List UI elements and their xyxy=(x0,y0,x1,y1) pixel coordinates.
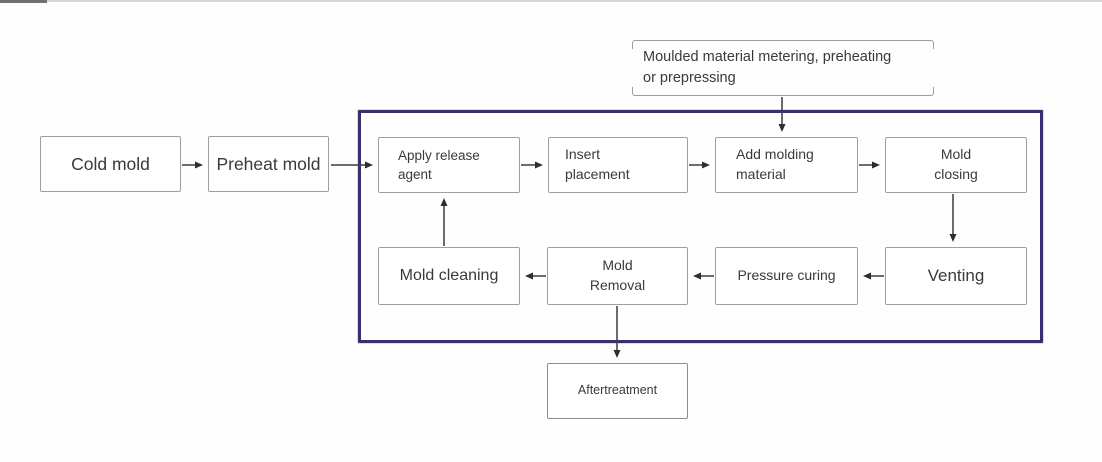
bracket-bottom-edge xyxy=(632,87,934,96)
top-border-accent xyxy=(0,0,47,3)
node-aftertreatment: Aftertreatment xyxy=(547,363,688,419)
node-label: Cold mold xyxy=(71,153,150,174)
node-insert-placement: Insert placement xyxy=(548,137,688,193)
annotation-label: Moulded material metering, preheating or… xyxy=(643,49,892,86)
node-label: Aftertreatment xyxy=(577,383,658,398)
node-pressure-curing: Pressure curing xyxy=(715,247,858,305)
node-label: Mold Removal xyxy=(589,257,646,293)
node-mold-removal: Mold Removal xyxy=(547,247,688,305)
bracket-top-edge xyxy=(632,40,934,49)
node-label: Mold cleaning xyxy=(399,266,499,284)
node-preheat-mold: Preheat mold xyxy=(208,136,329,192)
node-cold-mold: Cold mold xyxy=(40,136,181,192)
annotation-bracket: Moulded material metering, preheating or… xyxy=(632,40,934,96)
node-label: Insert placement xyxy=(565,146,630,182)
node-add-molding-material: Add molding material xyxy=(715,137,858,193)
node-label: Pressure curing xyxy=(737,267,836,284)
top-border-line xyxy=(0,0,1102,2)
node-venting: Venting xyxy=(885,247,1027,305)
node-label: Apply release agent xyxy=(398,147,480,182)
node-mold-cleaning: Mold cleaning xyxy=(378,247,520,305)
node-apply-release-agent: Apply release agent xyxy=(378,137,520,193)
in-mold-process-group-border xyxy=(358,110,1043,343)
node-label: Venting xyxy=(927,265,985,285)
node-label: Preheat mold xyxy=(216,153,321,174)
node-label: Mold closing xyxy=(934,146,978,182)
node-mold-closing: Mold closing xyxy=(885,137,1027,193)
node-label: Add molding material xyxy=(736,146,814,182)
